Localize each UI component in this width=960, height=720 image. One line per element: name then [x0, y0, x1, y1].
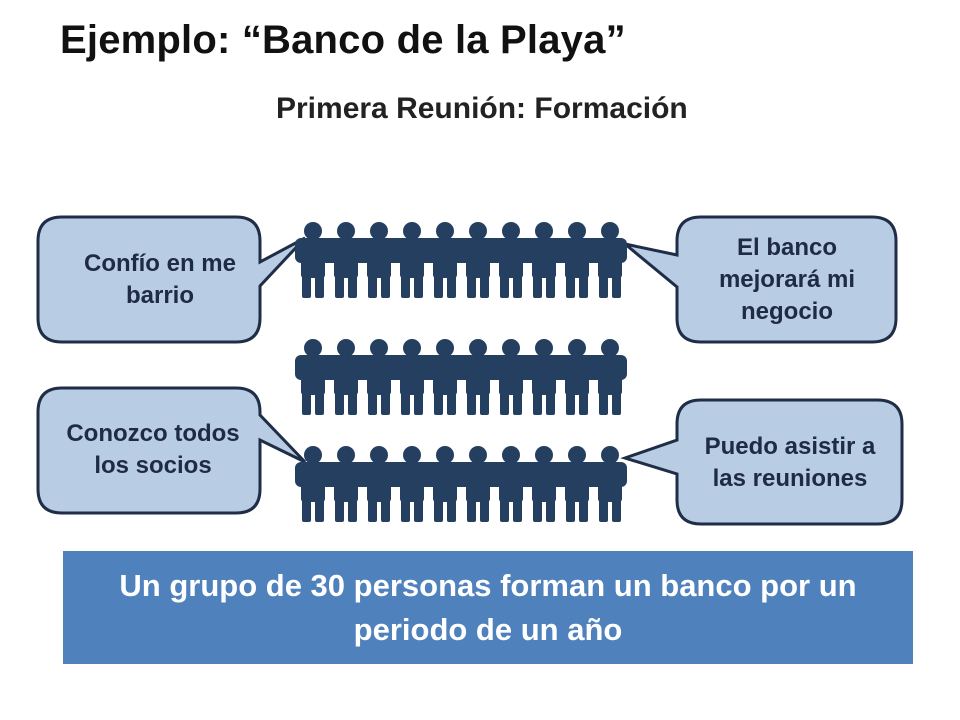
person-icon — [499, 222, 523, 298]
person-icon — [532, 339, 556, 415]
speech-bubble-top-left — [36, 215, 307, 344]
person-icon — [367, 222, 391, 298]
people-row — [295, 446, 627, 522]
speech-bubble-bottom-right — [620, 398, 904, 526]
person-icon — [499, 339, 523, 415]
person-icon — [400, 222, 424, 298]
person-icon — [367, 339, 391, 415]
person-icon — [466, 446, 490, 522]
bubble-text-top-right: El banco mejorará mi negocio — [718, 234, 856, 325]
person-icon — [532, 446, 556, 522]
person-icon — [466, 222, 490, 298]
slide-subtitle: Primera Reunión: Formación — [276, 92, 688, 125]
speech-bubble-top-right — [624, 215, 898, 344]
people-row — [295, 222, 627, 298]
person-icon — [598, 222, 622, 298]
person-icon — [565, 446, 589, 522]
person-icon — [301, 222, 325, 298]
person-icon — [334, 222, 358, 298]
bubble-text-top-left: Confío en me barrio — [83, 250, 236, 309]
person-icon — [466, 339, 490, 415]
person-icon — [532, 222, 556, 298]
person-icon — [433, 339, 457, 415]
speech-bubble-bottom-left — [36, 386, 307, 515]
person-icon — [301, 446, 325, 522]
person-icon — [598, 339, 622, 415]
person-icon — [499, 446, 523, 522]
person-icon — [565, 222, 589, 298]
person-icon — [334, 446, 358, 522]
person-icon — [433, 446, 457, 522]
bubble-text-bottom-right: Puedo asistir a las reuniones — [704, 433, 876, 492]
person-icon — [565, 339, 589, 415]
person-icon — [334, 339, 358, 415]
group-of-people — [295, 222, 627, 522]
person-icon — [367, 446, 391, 522]
person-icon — [433, 222, 457, 298]
person-icon — [400, 446, 424, 522]
person-icon — [598, 446, 622, 522]
person-icon — [301, 339, 325, 415]
person-icon — [400, 339, 424, 415]
slide-title: Ejemplo: “Banco de la Playa” — [60, 18, 626, 62]
bubble-text-bottom-left: Conozco todos los socios — [66, 420, 240, 479]
people-row — [295, 339, 627, 415]
summary-banner: Un grupo de 30 personas forman un banco … — [63, 551, 913, 664]
